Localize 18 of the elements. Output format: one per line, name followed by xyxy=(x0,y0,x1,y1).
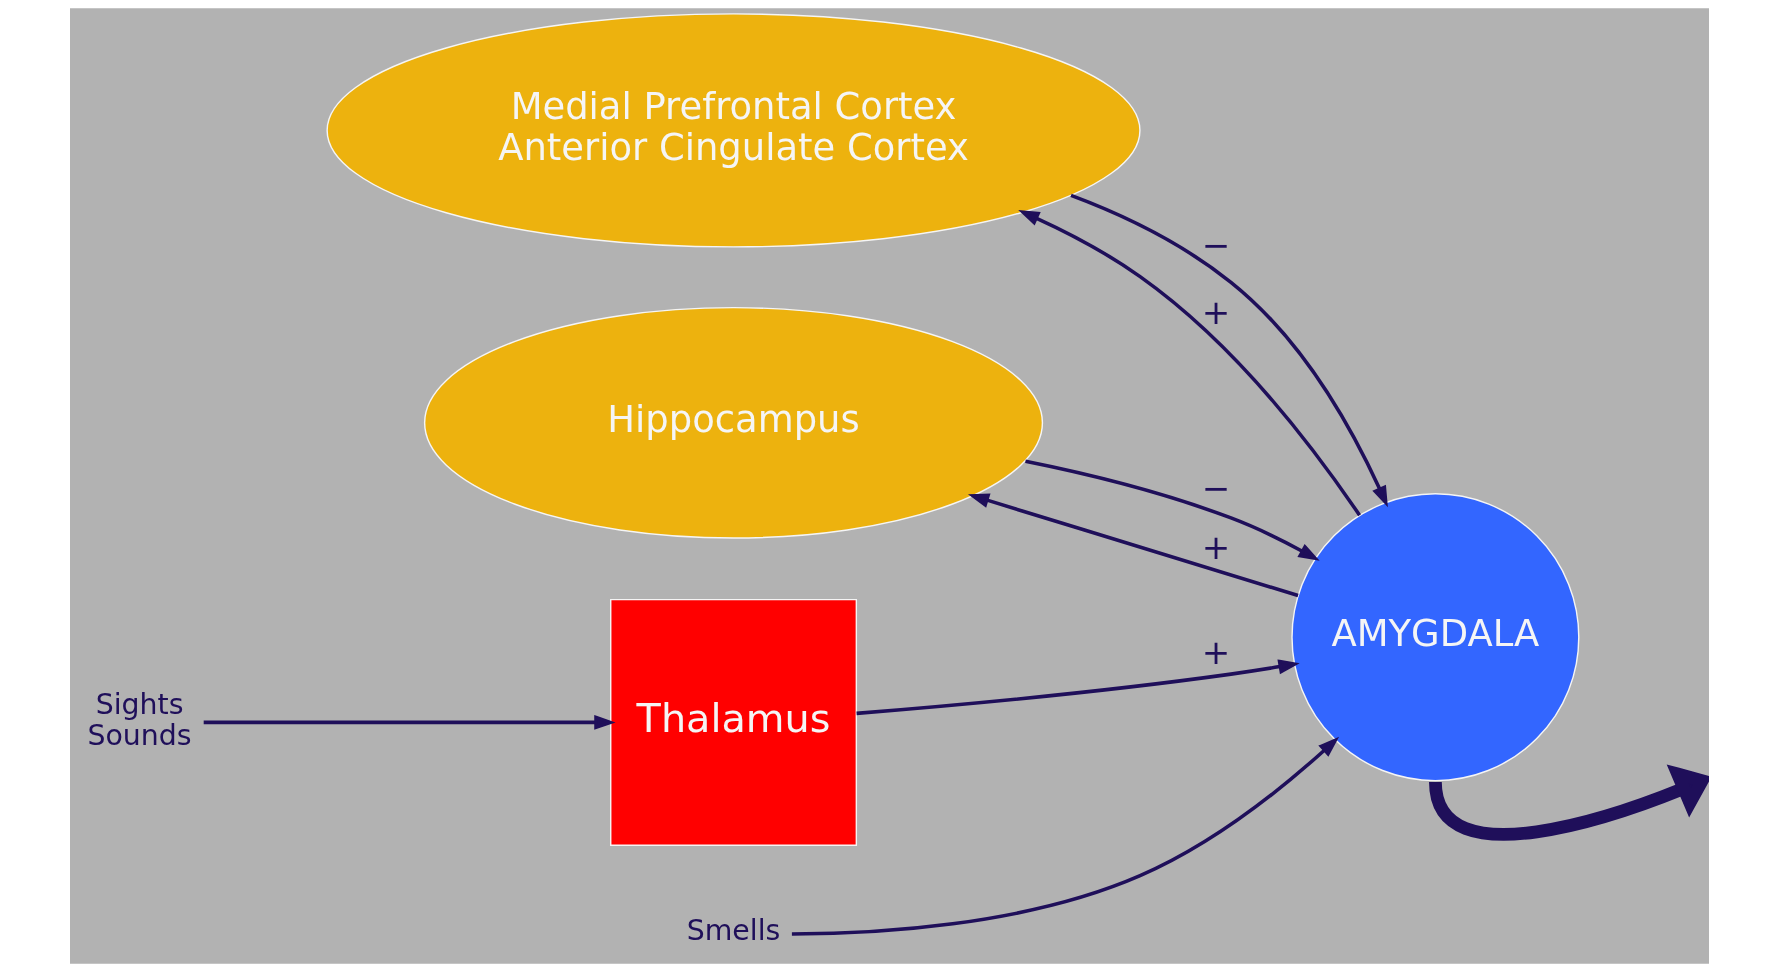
node-text: Smells xyxy=(686,913,781,947)
arrow xyxy=(203,714,616,730)
edge-label: + xyxy=(1201,527,1231,568)
arrow xyxy=(967,493,1299,598)
arrow xyxy=(1018,210,1362,517)
node-box: Thalamus xyxy=(610,598,858,846)
node-ellipse: Hippocampus xyxy=(423,306,1044,539)
node-text: Sights Sounds xyxy=(87,687,192,753)
arrow xyxy=(791,736,1340,936)
edge-label: − xyxy=(1201,467,1231,508)
edge-label: + xyxy=(1201,632,1231,673)
arrow xyxy=(856,659,1300,716)
edge-label: − xyxy=(1201,225,1231,266)
node-ellipse: Medial Prefrontal Cortex Anterior Cingulate Cortex xyxy=(326,13,1141,248)
edge-label: + xyxy=(1201,291,1231,332)
node-circle: AMYGDALA xyxy=(1291,493,1580,782)
arrow xyxy=(1070,193,1388,508)
arrow xyxy=(1025,459,1320,561)
